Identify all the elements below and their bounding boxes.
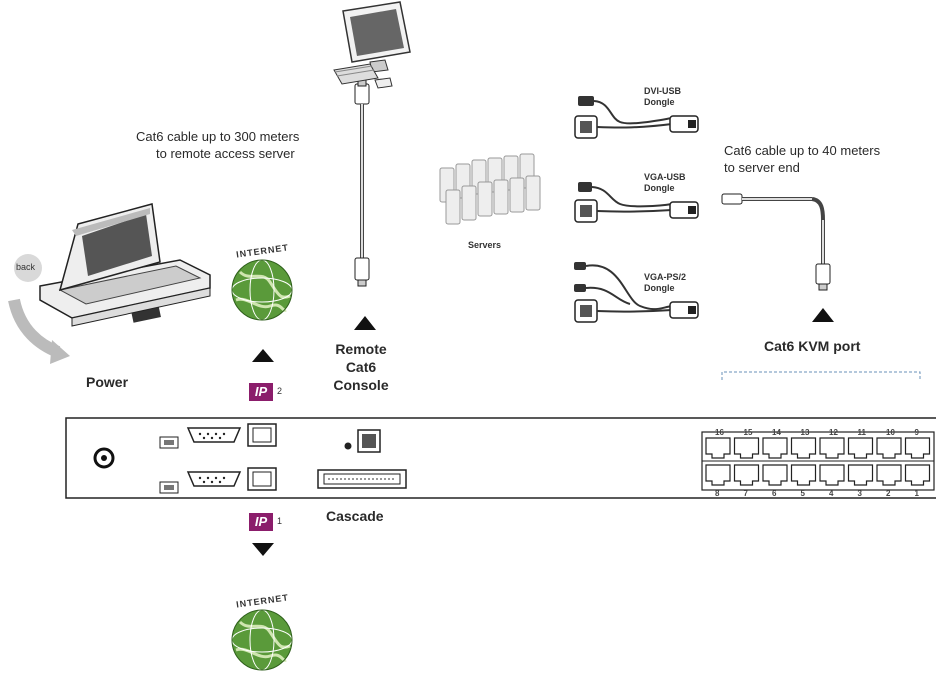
console-led xyxy=(344,442,352,450)
port-number-label: 12 xyxy=(829,428,838,437)
port-number-label: 6 xyxy=(772,489,777,498)
cascade-connector xyxy=(317,469,407,489)
vga-ps2-dongle xyxy=(574,262,699,323)
cat6-server-line-2: to server end xyxy=(724,160,800,175)
vga-ps2-line-1: VGA-PS/2 xyxy=(644,272,687,282)
port-number-label: 13 xyxy=(800,428,810,437)
remote-console-line-1: Remote xyxy=(335,341,387,357)
port-number-label: 16 xyxy=(715,428,724,437)
port-number-label: 11 xyxy=(857,428,866,437)
kvm-port-2 xyxy=(876,464,902,486)
kvm-port-8 xyxy=(705,464,731,486)
ip-badge-2-number: 2 xyxy=(277,386,283,396)
dvi-usb-label: DVI-USB Dongle xyxy=(644,86,681,108)
kvm-port-label: Cat6 KVM port xyxy=(764,338,861,354)
kvm-port-5 xyxy=(790,464,817,486)
remote-console-label: Remote Cat6 Console xyxy=(330,340,392,394)
internet-globe-bottom xyxy=(231,609,293,671)
arrow-kvm-port xyxy=(812,308,834,322)
ip-badge-1: IP xyxy=(249,513,273,531)
kvm-port-3 xyxy=(847,464,874,486)
cat6-remote-line-1: Cat6 cable up to 300 meters xyxy=(136,129,300,144)
lan-port-1 xyxy=(247,467,277,491)
vga-ps2-line-2: Dongle xyxy=(644,283,675,293)
arrow-internet-down xyxy=(252,543,274,556)
port-number-label: 10 xyxy=(886,428,895,437)
kvm-port-15 xyxy=(733,437,760,459)
port-number-label: 5 xyxy=(800,489,805,498)
port-number-label: 3 xyxy=(857,489,862,498)
cat6-server-line-1: Cat6 cable up to 40 meters xyxy=(724,143,881,158)
cat6-remote-line-2: to remote access server xyxy=(156,146,295,161)
arrow-remote-console xyxy=(354,316,376,330)
vga-usb-line-2: Dongle xyxy=(644,183,675,193)
cat6-remote-label: Cat6 cable up to 300 meters to remote ac… xyxy=(136,128,299,162)
ip-badge-2: IP xyxy=(249,383,273,401)
cascade-label: Cascade xyxy=(326,508,384,524)
serial-port-2 xyxy=(186,471,242,487)
cat6-server-label: Cat6 cable up to 40 meters to server end xyxy=(724,142,880,176)
port-number-label: 8 xyxy=(715,489,720,498)
kvm-port-1 xyxy=(904,464,931,486)
serial-port-1 xyxy=(186,427,242,443)
dvi-usb-line-1: DVI-USB xyxy=(644,86,682,96)
kvm-port-11 xyxy=(847,437,874,459)
kvm-port-10 xyxy=(876,437,902,459)
back-rotation-arrow xyxy=(8,254,70,364)
remote-console-line-3: Console xyxy=(333,377,389,393)
back-label: back xyxy=(16,262,36,272)
lcd-console-drawer xyxy=(39,203,211,327)
port-number-label: 1 xyxy=(914,489,919,498)
kvm-port-16 xyxy=(705,437,731,459)
kvm-port-12 xyxy=(819,437,845,459)
dvi-usb-line-2: Dongle xyxy=(644,97,675,107)
kvm-port-7 xyxy=(733,464,760,486)
internet-globe-top xyxy=(231,259,293,321)
remote-console-port xyxy=(357,429,381,453)
port-number-label: 4 xyxy=(829,489,834,498)
arrow-internet-up xyxy=(252,349,274,362)
servers-label: Servers xyxy=(468,240,502,250)
vga-ps2-label: VGA-PS/2 Dongle xyxy=(644,272,686,294)
port-number-label: 9 xyxy=(914,428,919,437)
kvm-port-6 xyxy=(762,464,788,486)
port-number-label: 14 xyxy=(772,428,781,437)
dvi-usb-dongle xyxy=(574,96,699,139)
ip-badge-1-number: 1 xyxy=(277,516,283,526)
kvm-port-9 xyxy=(904,437,931,459)
lan-port-2 xyxy=(247,423,277,447)
remote-console-line-2: Cat6 xyxy=(345,359,377,375)
remote-cable xyxy=(354,79,370,287)
server-cable xyxy=(721,193,831,291)
kvm-port-14 xyxy=(762,437,788,459)
port-number-label: 15 xyxy=(743,428,753,437)
kvm-ports xyxy=(705,437,931,486)
vga-usb-label: VGA-USB Dongle xyxy=(644,172,686,194)
kvm-port-13 xyxy=(790,437,817,459)
remote-computer xyxy=(333,1,411,89)
kvm-bracket xyxy=(721,371,921,380)
vga-usb-dongle xyxy=(574,182,699,223)
servers-cluster xyxy=(439,153,541,225)
port-number-label: 2 xyxy=(886,489,891,498)
vga-usb-line-1: VGA-USB xyxy=(644,172,686,182)
kvm-port-4 xyxy=(819,464,845,486)
port-number-label: 7 xyxy=(743,489,748,498)
power-label: Power xyxy=(86,374,129,390)
